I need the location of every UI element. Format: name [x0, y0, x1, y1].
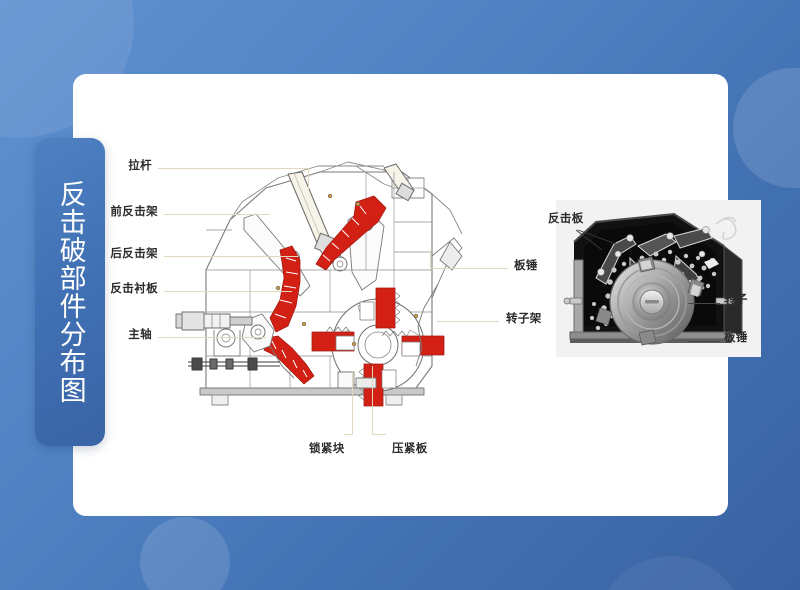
photo-leader-lines-left [576, 229, 617, 251]
leader-line-blow-bar-vertical [430, 252, 431, 269]
leader-line-locking-block-vertical [352, 372, 353, 434]
leader-line-clamping-plate [372, 434, 386, 435]
leader-line-blow-bar [430, 268, 508, 269]
label-front-impact-frame: 前反击架 [110, 204, 158, 218]
photo-label-impact-plate: 反击板 [548, 211, 584, 225]
leader-line-rear-impact-frame [164, 256, 298, 257]
leader-line-pull-rod-vertical [308, 168, 309, 190]
label-rear-impact-frame: 后反击架 [110, 246, 158, 260]
photo-leader-line-rotor [688, 303, 720, 304]
label-impact-liner: 反击衬板 [110, 281, 158, 295]
photo-label-blow-bar: 板锤 [724, 330, 748, 344]
label-rotor-frame: 转子架 [506, 311, 542, 325]
leader-line-pull-rod [158, 168, 308, 169]
label-blow-bar: 板锤 [514, 258, 538, 272]
leader-line-clamping-plate-vertical [372, 366, 373, 434]
photo-leader-line-blow-bar [688, 341, 720, 342]
leader-line-locking-block [344, 434, 353, 435]
label-pull-rod: 拉杆 [128, 158, 152, 172]
crusher-interior-photo [556, 200, 761, 357]
leader-line-main-shaft [158, 337, 266, 338]
impact-crusher-line-drawing [175, 161, 463, 407]
page-title: 反击破部件分布图 [54, 180, 86, 404]
label-main-shaft: 主轴 [128, 327, 152, 341]
photo-label-rotor: 转子 [724, 292, 748, 306]
vertical-title-tab: 反击破部件分布图 [35, 138, 105, 446]
leader-line-impact-liner [164, 291, 292, 292]
leader-line-front-impact-frame [164, 214, 270, 215]
label-clamping-plate: 压紧板 [392, 441, 428, 455]
label-locking-block: 锁紧块 [309, 441, 345, 455]
leader-line-rotor-frame [437, 321, 499, 322]
